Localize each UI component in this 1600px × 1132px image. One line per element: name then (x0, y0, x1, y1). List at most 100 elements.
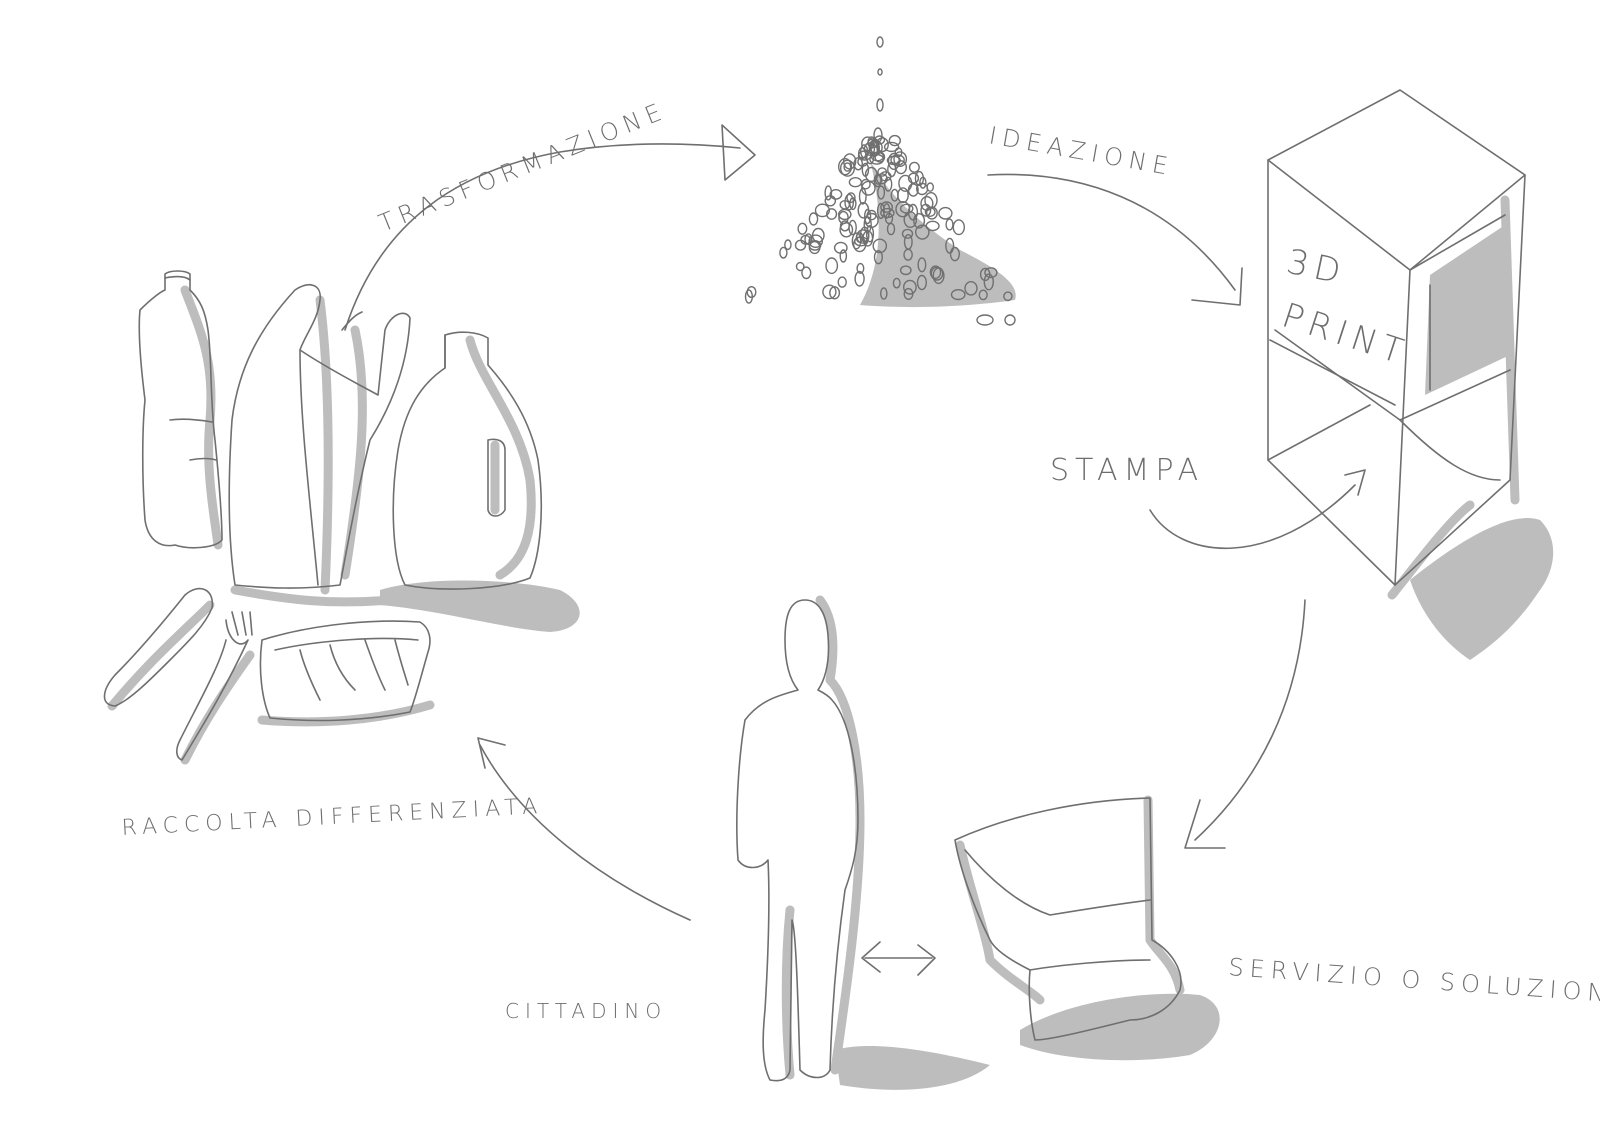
pellet (917, 257, 927, 273)
pellet (950, 289, 966, 301)
pellet (837, 157, 853, 176)
pellet (949, 246, 961, 262)
pellet (893, 151, 908, 168)
pellet (779, 246, 788, 259)
pellet (829, 188, 843, 200)
pellet (886, 222, 896, 236)
pellet (914, 170, 925, 187)
pellet (877, 185, 886, 200)
pellet (853, 157, 864, 171)
pellet (899, 265, 912, 276)
pellet (843, 153, 857, 170)
pellet (903, 233, 913, 250)
pellet (839, 249, 848, 263)
pellet (884, 176, 893, 192)
pellet (843, 162, 852, 172)
pellet (794, 239, 807, 251)
pellet (857, 201, 870, 219)
pellet (808, 212, 819, 226)
arrow-to-raccolta (479, 744, 691, 921)
pellet (873, 173, 882, 188)
arrow-ideazione (987, 173, 1236, 291)
pellet (925, 206, 938, 220)
arrowhead-stampa (1344, 469, 1366, 496)
pellet (907, 183, 919, 197)
label-print: PRINT (1277, 296, 1413, 374)
pellet (839, 222, 854, 238)
pellet (924, 191, 938, 209)
pellet (808, 234, 824, 248)
pellet (857, 150, 872, 161)
pellet (903, 287, 914, 300)
pellet (888, 134, 901, 147)
pellet (929, 265, 942, 280)
pellet (784, 239, 792, 251)
pellet (915, 224, 930, 240)
pellet (926, 182, 935, 192)
label-cittadino: CITTADINO (505, 999, 667, 1023)
double-arrow-person-chair (861, 941, 936, 976)
pellet (945, 218, 954, 231)
pellet (895, 200, 911, 218)
pellet (837, 276, 847, 288)
pellet (861, 162, 870, 177)
arrowhead-trasformazione (721, 124, 756, 181)
arrowhead-ideazione (1191, 267, 1243, 306)
pellet (851, 232, 862, 250)
pellet (892, 277, 901, 289)
pellet (822, 284, 837, 300)
cycle-arrows (344, 124, 1366, 976)
pellet (979, 267, 991, 282)
arrow-stampa (1149, 484, 1356, 550)
pellet (856, 262, 865, 274)
pellet (864, 212, 879, 229)
pellet (983, 273, 994, 291)
label-trasformazione: TRASFORMAZIONE (375, 96, 671, 237)
pellet (858, 187, 867, 205)
citizen-figure-illustration (736, 595, 990, 1090)
pellet (875, 173, 888, 185)
pellet (916, 274, 928, 291)
arrow-trasformazione (344, 143, 741, 331)
pellet (920, 195, 934, 211)
pellet (848, 176, 863, 188)
pellet (824, 185, 833, 201)
pellet (825, 208, 838, 220)
pellet (984, 267, 998, 279)
pellet (898, 174, 913, 192)
pellet (797, 222, 808, 235)
pellet (883, 141, 900, 153)
plastic-waste-illustration (103, 270, 580, 765)
pellet (825, 257, 839, 275)
pellet (945, 237, 955, 254)
arrowhead-to-raccolta (477, 737, 506, 769)
pellet (866, 151, 875, 165)
pellet (952, 219, 965, 236)
pellet (1003, 291, 1013, 302)
pellet (866, 209, 877, 221)
pellet (903, 279, 917, 295)
pellet (865, 224, 875, 243)
pellet (882, 203, 891, 219)
pellet (873, 250, 884, 265)
pellet (874, 174, 883, 185)
pellet (924, 206, 936, 217)
pellet (913, 212, 926, 229)
pellet (838, 208, 852, 221)
pellet (875, 137, 889, 153)
label-servizio-o-soluzione: SERVIZIO O SOLUZIONE (1228, 953, 1600, 1009)
pellet (840, 159, 856, 177)
pellet (861, 180, 876, 196)
pellet (964, 280, 978, 296)
pellet (938, 206, 953, 220)
pellet (897, 187, 909, 204)
pellet (804, 233, 813, 246)
pellet (899, 203, 914, 214)
label-raccolta-differenziata: RACCOLTA DIFFERENZIATA (121, 794, 544, 841)
pellet (854, 270, 865, 287)
pellet (833, 241, 848, 254)
pellet (860, 178, 871, 190)
pellet (895, 160, 908, 175)
pellet (862, 230, 874, 247)
